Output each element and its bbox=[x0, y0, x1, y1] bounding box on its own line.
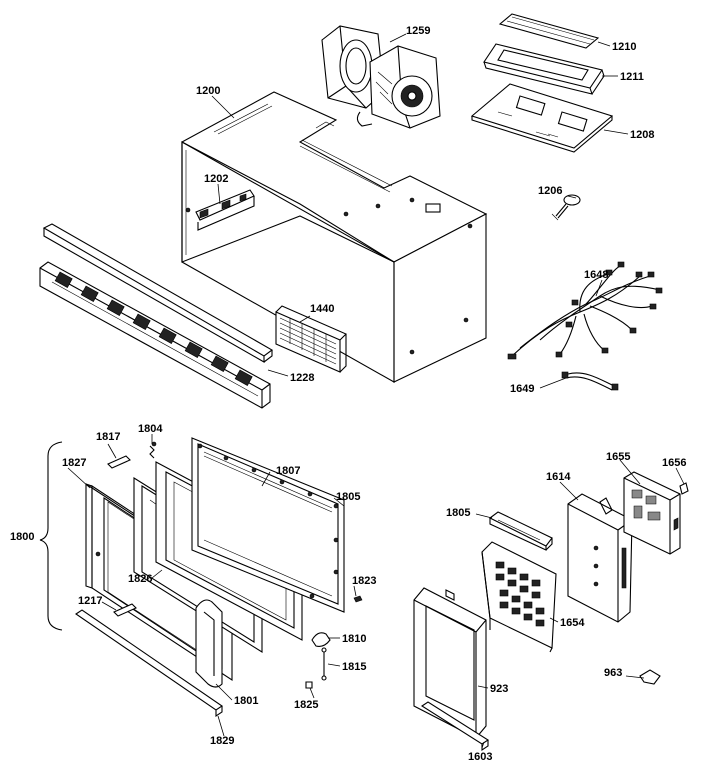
leader-lines bbox=[67, 33, 685, 749]
door-assembly-brace bbox=[39, 441, 63, 631]
filter-1210 bbox=[498, 13, 600, 49]
label-1823: 1823 bbox=[352, 575, 376, 587]
small-parts-1823 bbox=[353, 595, 363, 603]
door-hook-1817 bbox=[107, 455, 131, 469]
door-hook-1217 bbox=[113, 603, 137, 617]
label-1200: 1200 bbox=[196, 85, 220, 97]
control-frame-923 bbox=[413, 587, 487, 739]
label-923: 923 bbox=[490, 683, 508, 695]
spring-1815 bbox=[321, 647, 327, 681]
label-1827: 1827 bbox=[62, 457, 86, 469]
label-1805-door: 1805 bbox=[336, 491, 360, 503]
label-963: 963 bbox=[604, 667, 622, 679]
door-choke-1805 bbox=[191, 437, 345, 613]
label-1655: 1655 bbox=[606, 451, 630, 463]
label-1800: 1800 bbox=[10, 531, 34, 543]
blower-motor-assembly bbox=[321, 25, 441, 129]
label-1202: 1202 bbox=[204, 173, 228, 185]
latch-1810 bbox=[311, 632, 331, 647]
thermal-fuse-1206 bbox=[551, 194, 581, 221]
label-1649: 1649 bbox=[510, 383, 534, 395]
label-1654: 1654 bbox=[560, 617, 585, 629]
label-1228: 1228 bbox=[290, 372, 314, 384]
label-1826: 1826 bbox=[128, 573, 152, 585]
control-board-1614 bbox=[567, 493, 633, 623]
label-1807: 1807 bbox=[276, 465, 300, 477]
part-labels: 1259 1210 1211 1208 1200 1202 1206 1648 … bbox=[10, 25, 686, 763]
label-1817: 1817 bbox=[96, 431, 120, 443]
display-window-1805 bbox=[488, 511, 553, 551]
mounting-plate-1208 bbox=[470, 83, 614, 153]
label-1259: 1259 bbox=[406, 25, 430, 37]
door-trim-1829 bbox=[75, 609, 223, 718]
label-1804: 1804 bbox=[138, 423, 163, 435]
bracket-1202 bbox=[195, 189, 255, 231]
label-1805-display: 1805 bbox=[446, 507, 470, 519]
label-1648: 1648 bbox=[584, 269, 608, 281]
door-handle-1801 bbox=[195, 599, 223, 688]
label-1217: 1217 bbox=[78, 595, 102, 607]
label-1810: 1810 bbox=[342, 633, 366, 645]
label-1211: 1211 bbox=[620, 71, 644, 83]
connector-1656 bbox=[679, 482, 689, 495]
grille-1440 bbox=[275, 305, 347, 373]
label-1208: 1208 bbox=[630, 129, 654, 141]
label-1815: 1815 bbox=[342, 661, 366, 673]
vent-trim-1228 bbox=[39, 223, 273, 409]
part-963 bbox=[639, 669, 661, 685]
label-1825: 1825 bbox=[294, 699, 318, 711]
pcb-1655 bbox=[623, 471, 681, 555]
label-1614: 1614 bbox=[546, 471, 571, 483]
keypad-1654 bbox=[481, 541, 557, 653]
wire-harness-1648 bbox=[507, 261, 663, 360]
cabinet-housing-1200 bbox=[181, 91, 488, 383]
label-1829: 1829 bbox=[210, 735, 234, 747]
label-1440: 1440 bbox=[310, 303, 334, 315]
duct-frame-1211 bbox=[483, 43, 605, 95]
label-1206: 1206 bbox=[538, 185, 562, 197]
screw-1825 bbox=[305, 681, 313, 689]
label-1603: 1603 bbox=[468, 751, 492, 763]
wire-1649 bbox=[561, 371, 619, 391]
label-1210: 1210 bbox=[612, 41, 636, 53]
label-1801: 1801 bbox=[234, 695, 258, 707]
spring-1804 bbox=[149, 441, 157, 459]
label-1656: 1656 bbox=[662, 457, 686, 469]
